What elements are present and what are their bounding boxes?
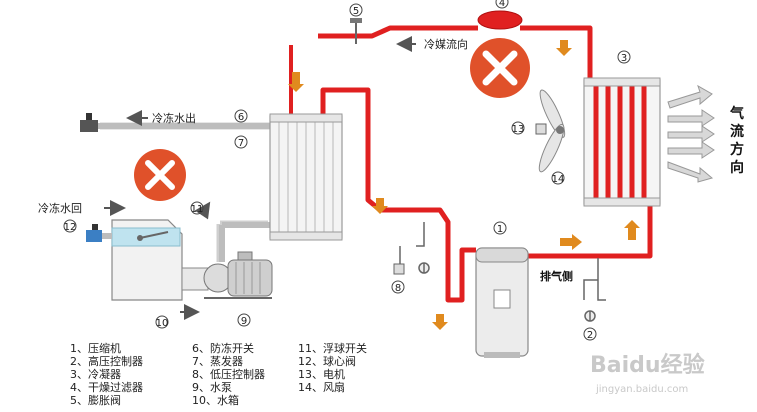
callout-3: 3 (621, 53, 627, 64)
callout-6: 6 (238, 112, 244, 123)
callout-5: 5 (353, 6, 359, 17)
compressor (475, 247, 529, 358)
legend-item: 12、球心阀 (298, 354, 356, 368)
evaporator (269, 113, 343, 241)
callout-11: 11 (191, 204, 204, 215)
float-arrow (194, 201, 211, 220)
callout-8: 8 (395, 283, 401, 294)
outlet-valve (80, 113, 98, 132)
flow-arrows (288, 40, 640, 330)
callout-2: 2 (587, 330, 593, 341)
legend-item: 1、压缩机 (70, 341, 121, 355)
legend-item: 13、电机 (298, 367, 345, 381)
expansion-valve (350, 18, 362, 44)
legend-item: 4、干燥过滤器 (70, 381, 143, 394)
high-pressure-controller (583, 258, 606, 322)
label-airflow-2: 流 (730, 123, 744, 140)
legend-item: 8、低压控制器 (192, 367, 265, 381)
water-pump (181, 251, 273, 299)
callout-10: 10 (156, 318, 169, 329)
refrigerant-piping (318, 25, 653, 303)
low-pressure-switch (393, 263, 405, 275)
label-airflow-4: 向 (730, 159, 744, 176)
legend-item: 3、冷凝器 (70, 367, 121, 381)
legend-item: 10、水箱 (192, 393, 239, 407)
fan-motor (535, 123, 547, 135)
label-exhaust-side: 排气侧 (540, 269, 573, 283)
callout-9: 9 (241, 316, 247, 327)
callout-7: 7 (238, 138, 244, 149)
callout-4: 4 (499, 0, 505, 9)
airflow-arrows (667, 84, 715, 183)
legend-item: 11、浮球开关 (298, 341, 367, 355)
legend-item: 5、膨胀阀 (70, 393, 121, 407)
watermark: Baidu经验 jingyan.baidu.com (590, 352, 705, 395)
callout-13: 13 (512, 124, 525, 135)
callout-numbers: 1 2 3 4 5 6 7 8 9 10 11 12 13 14 (64, 0, 628, 341)
label-chilled-water-return: 冷冻水回 (38, 201, 82, 215)
legend-item: 14、风扇 (298, 380, 345, 394)
blocked-marker-left (134, 149, 186, 201)
low-pressure-controller (399, 222, 430, 274)
label-chilled-water-out: 冷冻水出 (152, 111, 196, 125)
label-refrigerant-flow: 冷媒流向 (424, 37, 468, 51)
legend-item: 9、水泵 (192, 381, 232, 394)
water-tank (111, 219, 183, 301)
legend-item: 2、高压控制器 (70, 354, 143, 368)
fan (538, 89, 566, 173)
watermark-url: jingyan.baidu.com (595, 384, 688, 395)
callouts (63, 0, 631, 341)
watermark-brand: Baidu经验 (590, 352, 705, 378)
ball-valve (86, 224, 112, 242)
callout-14: 14 (552, 174, 565, 185)
label-airflow-1: 气 (729, 105, 744, 122)
dryer-filter (477, 10, 523, 30)
legend-item: 7、蒸发器 (192, 354, 243, 368)
legend-item: 6、防冻开关 (192, 341, 254, 355)
blocked-marker-top (470, 38, 530, 98)
condenser (583, 77, 661, 207)
callout-12: 12 (64, 222, 77, 233)
legend: 1、压缩机 2、高压控制器 3、冷凝器 4、干燥过滤器 5、膨胀阀 6、防冻开关… (70, 341, 367, 407)
callout-1: 1 (497, 224, 503, 235)
label-airflow-3: 方 (730, 141, 744, 158)
